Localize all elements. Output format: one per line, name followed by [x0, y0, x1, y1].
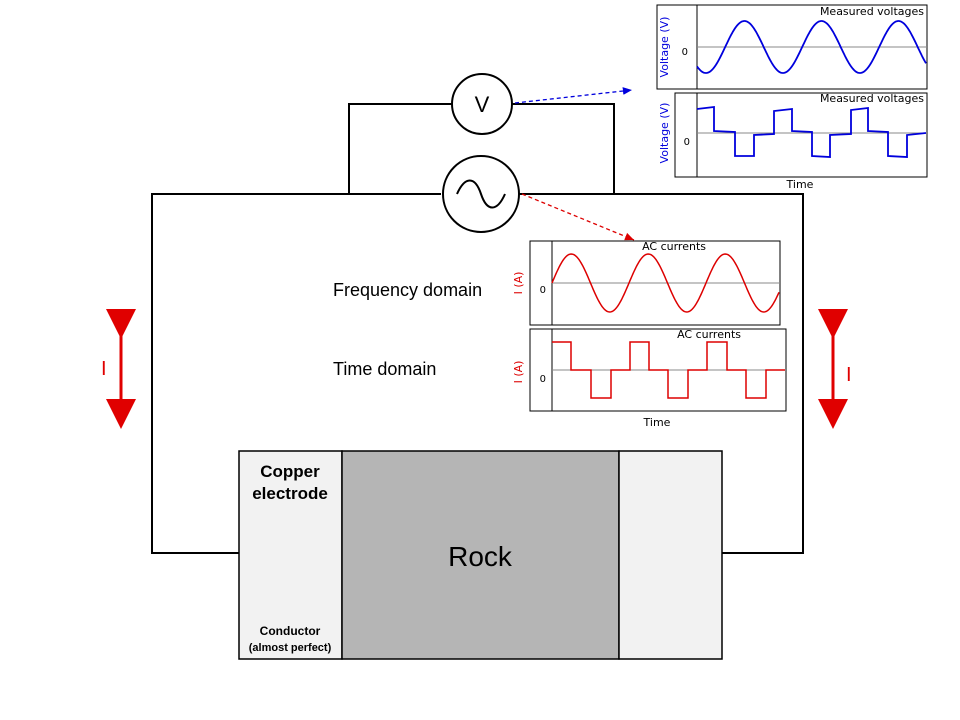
voltmeter-wire-left	[348, 103, 452, 194]
sample-assembly: Copper electrode Rock Conductor (almost …	[238, 450, 723, 660]
y-axis-label: I (A)	[512, 272, 525, 295]
zero-tick-label: 0	[682, 47, 688, 58]
rock-block	[341, 450, 620, 660]
conductor-label-line2: (almost perfect)	[249, 642, 332, 654]
copper-electrode-left	[238, 450, 343, 660]
voltmeter-symbol: V	[475, 92, 490, 117]
plot-current-sine: AC currents 0 I (A)	[512, 240, 781, 326]
voltmeter: V	[451, 73, 513, 135]
current-label-right: I	[846, 364, 852, 386]
current-label-left: I	[101, 358, 107, 380]
y-axis-label: Voltage (V)	[658, 103, 671, 164]
time-domain-label: Time domain	[333, 359, 436, 379]
current-sine-series	[551, 253, 780, 313]
outer-wire-right	[519, 193, 804, 554]
conductor-label-line1: Conductor	[260, 624, 321, 638]
x-axis-label: Time	[786, 178, 814, 191]
voltmeter-circle	[451, 73, 513, 135]
current-arrow-left: I	[101, 309, 136, 429]
plot-title: Measured voltages	[820, 92, 924, 105]
plot-title: Measured voltages	[820, 5, 924, 18]
plot-title: AC currents	[677, 328, 741, 341]
ac-source	[442, 155, 520, 233]
copper-title-line2: electrode	[252, 484, 328, 503]
plot-current-square: AC currents 0 I (A) Time	[512, 328, 787, 429]
zero-tick-label: 0	[684, 137, 690, 148]
voltage-sine-series	[696, 20, 927, 74]
outer-wire-left	[151, 193, 441, 554]
frequency-domain-label: Frequency domain	[333, 280, 482, 300]
zero-tick-label: 0	[540, 374, 546, 385]
voltage-pointer-arrow	[514, 87, 633, 104]
current-arrow-right: I	[818, 309, 852, 429]
zero-tick-label: 0	[540, 285, 546, 296]
current-square-series	[552, 341, 785, 399]
x-axis-label: Time	[643, 416, 671, 429]
voltmeter-wire-right	[512, 103, 615, 194]
copper-electrode-right	[618, 450, 723, 660]
circuit-wires	[151, 103, 804, 554]
voltage-square-series	[696, 105, 927, 158]
ac-wave-icon	[456, 179, 506, 209]
rock-label: Rock	[448, 541, 513, 572]
plot-title: AC currents	[642, 240, 706, 253]
plot-voltage-sine: Measured voltages 0 Voltage (V)	[656, 4, 928, 90]
plot-frame	[674, 92, 928, 178]
current-pointer-arrow	[521, 193, 635, 241]
copper-title-line1: Copper	[260, 462, 320, 481]
y-axis-label: Voltage (V)	[658, 17, 671, 78]
y-axis-label: I (A)	[512, 361, 525, 384]
plot-voltage-square: Measured voltages 0 Voltage (V) Time	[658, 92, 928, 191]
